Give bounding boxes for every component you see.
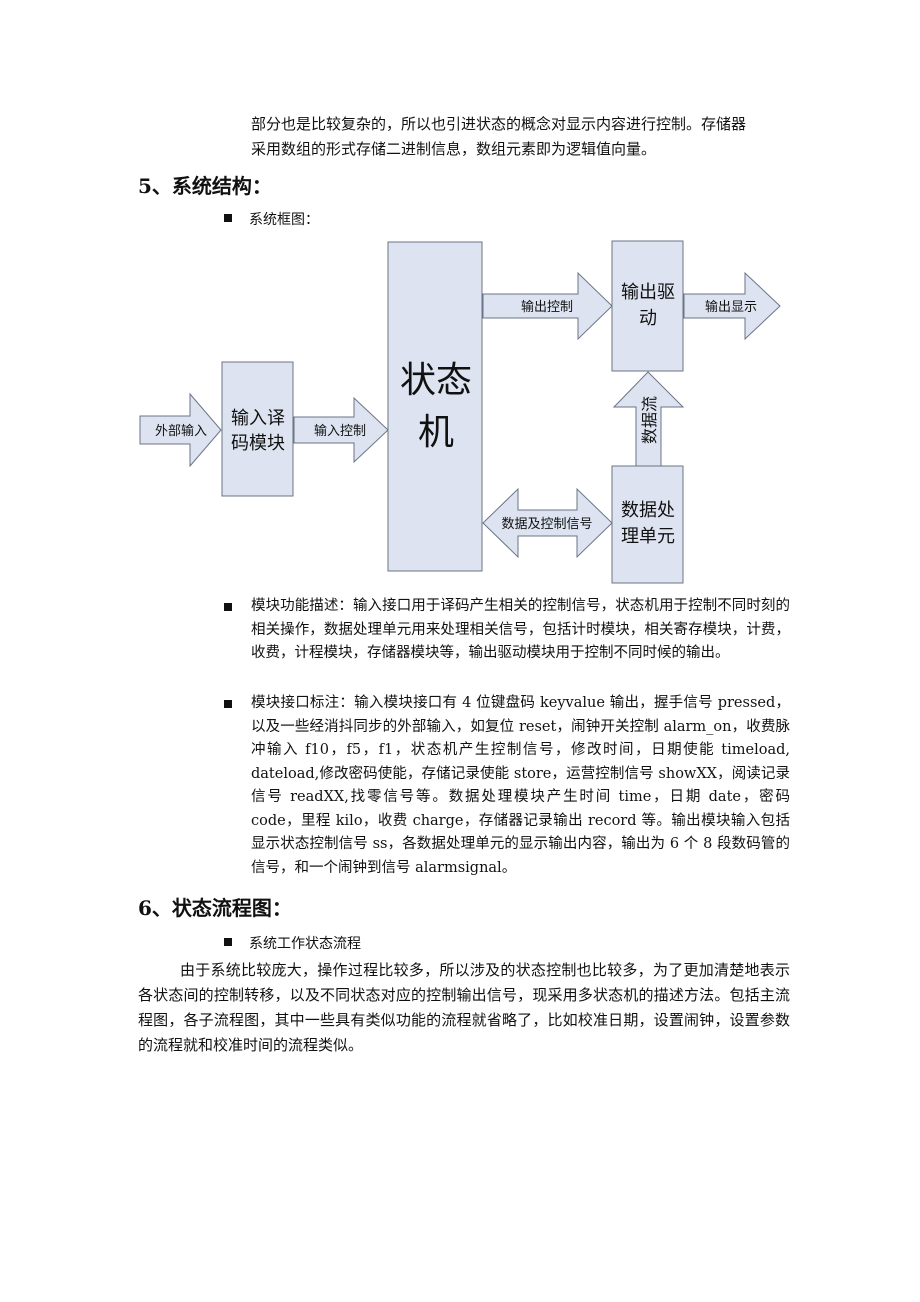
module-function-text: 模块功能描述：输入接口用于译码产生相关的控制信号，状态机用于控制不同时刻的相关操…	[251, 598, 790, 661]
section-5-heading: 5、系统结构：	[138, 174, 272, 198]
output-driver-label-2: 动	[639, 308, 657, 329]
system-block-diagram: 外部输入 输入译 码模块 输入控制 状态 机 输出控制 输出驱 动 输出显示 数…	[139, 240, 781, 584]
output-ctrl-label: 输出控制	[521, 299, 573, 315]
intro-paragraph: 部分也是比较复杂的，所以也引进状态的概念对显示内容进行控制。存储器 采用数组的形…	[251, 112, 791, 162]
intro-line-1: 部分也是比较复杂的，所以也引进状态的概念对显示内容进行控制。存储器	[251, 115, 747, 133]
input-ctrl-arrow	[293, 396, 389, 464]
bullet-square-icon	[224, 603, 232, 611]
output-display-arrow	[683, 271, 781, 341]
decoder-label-2: 码模块	[231, 433, 285, 454]
output-display-label: 输出显示	[705, 299, 757, 315]
fsm-box	[387, 241, 483, 572]
ext-input-arrow	[139, 392, 222, 468]
fsm-label-1: 状态	[400, 360, 472, 401]
bullet-square-icon	[224, 214, 232, 222]
data-ctrl-signal-label: 数据及控制信号	[501, 517, 592, 532]
bullet-diagram-text: 系统框图：	[249, 212, 319, 228]
output-ctrl-arrow	[482, 271, 613, 341]
fsm-label-2: 机	[418, 412, 454, 453]
decoder-label-1: 输入译	[231, 408, 285, 429]
data-flow-label: 数据流	[640, 396, 659, 444]
bullet-square-icon	[224, 700, 232, 708]
section-6-heading: 6、状态流程图：	[138, 896, 292, 920]
input-ctrl-label: 输入控制	[314, 423, 366, 439]
output-driver-box	[611, 240, 684, 372]
data-processing-box	[611, 465, 684, 584]
output-driver-label-1: 输出驱	[621, 282, 675, 303]
bullet-diagram-caption: 系统框图：	[224, 208, 319, 232]
data-processing-label-2: 理单元	[621, 526, 675, 547]
bullet-module-function: 模块功能描述：输入接口用于译码产生相关的控制信号，状态机用于控制不同时刻的相关操…	[224, 595, 790, 666]
data-processing-label-1: 数据处	[621, 500, 675, 521]
section-6-paragraph: 由于系统比较庞大，操作过程比较多，所以涉及的状态控制也比较多，为了更加清楚地表示…	[138, 961, 790, 1054]
bullet-module-interface: 模块接口标注：输入模块接口有 4 位键盘码 keyvalue 输出，握手信号 p…	[224, 692, 790, 880]
module-interface-text: 模块接口标注：输入模块接口有 4 位键盘码 keyvalue 输出，握手信号 p…	[251, 695, 790, 876]
ext-input-label: 外部输入	[155, 423, 207, 439]
bullet-square-icon	[224, 938, 232, 946]
bullet-state-flow: 系统工作状态流程	[224, 932, 361, 956]
decoder-module-box	[221, 361, 294, 497]
intro-line-2: 采用数组的形式存储二进制信息，数组元素即为逻辑值向量。	[251, 140, 657, 158]
data-flow-arrow	[612, 371, 685, 467]
bullet-state-flow-text: 系统工作状态流程	[249, 936, 361, 952]
